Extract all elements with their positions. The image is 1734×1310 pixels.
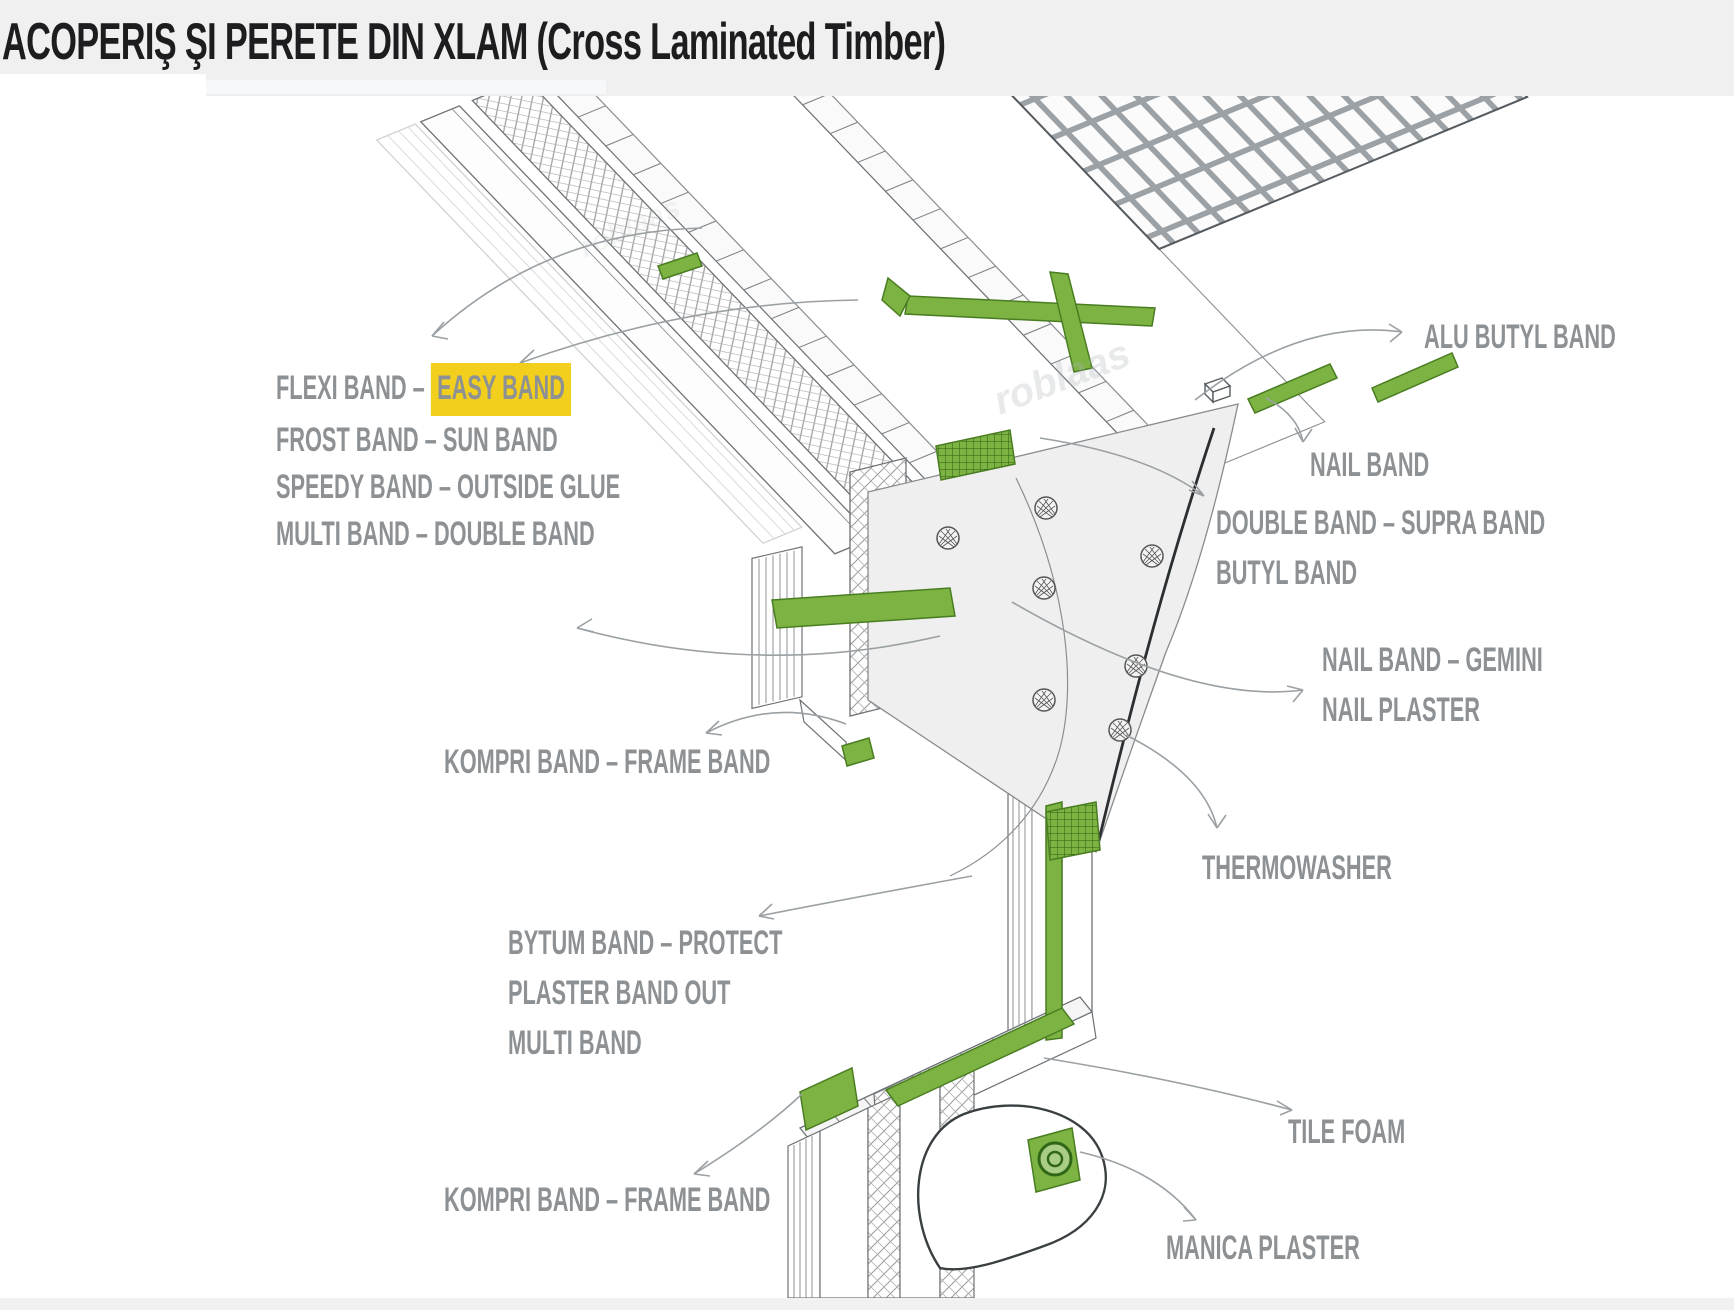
label-tile-foam: TILE FOAM: [1288, 1113, 1406, 1151]
leader-nail-band: [1265, 397, 1304, 443]
tape-wall-strip: [1045, 801, 1063, 1041]
footer-strip: [0, 1298, 1734, 1310]
page-title: ACOPERIŞ ŞI PERETE DIN XLAM (Cross Lamin…: [2, 13, 946, 71]
wall-panel: [867, 403, 1239, 877]
tape-small-top: [657, 252, 703, 280]
tape-eaves-band: [771, 587, 956, 629]
label-double-supra-band: DOUBLE BAND – SUPRA BAND: [1216, 504, 1546, 542]
label-alu-butyl-band: ALU BUTYL BAND: [1424, 318, 1616, 356]
label-thermowasher: THERMOWASHER: [1202, 849, 1392, 887]
label-butyl-band: BUTYL BAND: [1216, 554, 1358, 592]
leader-alu-butyl: [1194, 329, 1403, 401]
tape-cross-arm-2: [1049, 271, 1093, 373]
label-frost-sun-band: FROST BAND – SUN BAND: [276, 421, 558, 459]
leader-tile-foam: [1043, 1057, 1293, 1111]
label-speedy-outside-glue: SPEEDY BAND – OUTSIDE GLUE: [276, 468, 621, 506]
label-plaster-band-out: PLASTER BAND OUT: [508, 974, 731, 1012]
roof-back-board: [375, 123, 803, 545]
label-nail-plaster: NAIL PLASTER: [1322, 691, 1480, 729]
tape-eaves-tip: [841, 737, 875, 767]
leader-bytum: [758, 875, 973, 917]
leader-kompri-mid-2: [705, 711, 847, 734]
label-bytum-band-protect: BYTUM BAND – PROTECT: [508, 924, 783, 962]
label-easy-band-highlight: EASY BAND: [430, 363, 572, 416]
label-multi-band: MULTI BAND: [508, 1024, 642, 1062]
manica-plaster-detail: [1027, 1127, 1081, 1193]
panel-cut-arc: [1095, 427, 1216, 849]
label-kompri-frame-band-mid: KOMPRI BAND – FRAME BAND: [444, 743, 771, 781]
page-header: ACOPERIŞ ŞI PERETE DIN XLAM (Cross Lamin…: [0, 0, 1734, 96]
leader-nail-gemini: [1011, 601, 1304, 693]
kompri-band-block: [799, 1066, 859, 1132]
leader-easy-band-2: [519, 299, 859, 364]
label-kompri-frame-band-bottom: KOMPRI BAND – FRAME BAND: [444, 1181, 771, 1219]
leader-thermowasher: [1125, 734, 1218, 829]
leader-arrows: [431, 227, 1403, 1222]
label-multi-double-band: MULTI BAND – DOUBLE BAND: [276, 515, 595, 553]
green-mesh-patch-wall: [1045, 801, 1101, 861]
tape-tile-edge-2: [1371, 352, 1459, 403]
tape-beam-top: [884, 1007, 1076, 1107]
tape-cross-tail: [881, 276, 911, 318]
label-manica-plaster: MANICA PLASTER: [1166, 1229, 1360, 1267]
leader-kompri-bottom: [693, 1093, 803, 1175]
label-flexi-prefix: FLEXI BAND –: [276, 369, 431, 407]
plaster-detail-blob: [917, 1104, 1107, 1271]
title-underline-2: [206, 80, 606, 94]
title-underline: [0, 74, 206, 96]
green-mesh-patch-top: [935, 429, 1016, 481]
label-flexi-easy-band: FLEXI BAND – EASY BAND: [276, 363, 572, 416]
leader-easy-band-1: [431, 227, 703, 337]
leader-kompri-mid-1: [576, 627, 941, 656]
leader-double-supra: [1039, 437, 1205, 497]
green-tapes: [657, 252, 1459, 1132]
label-nail-band-gemini: NAIL BAND – GEMINI: [1322, 641, 1543, 679]
label-nail-band: NAIL BAND: [1310, 446, 1430, 484]
